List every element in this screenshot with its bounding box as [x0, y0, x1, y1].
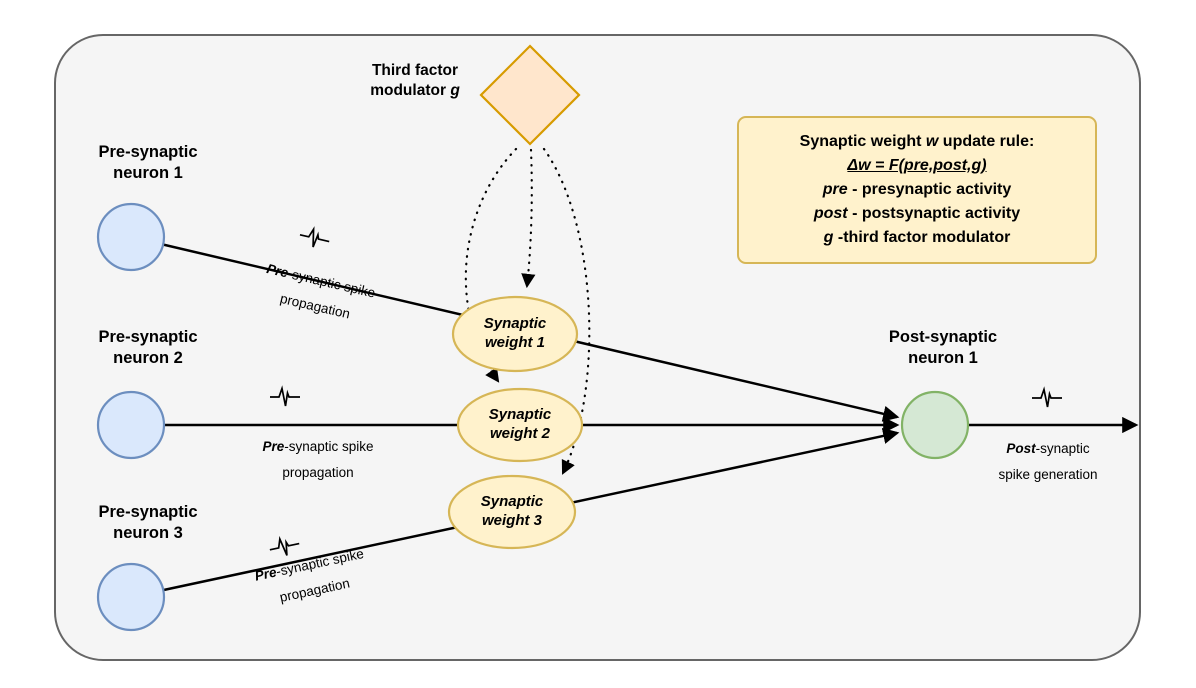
pre-neuron-3-label: Pre-synaptic neuron 3: [58, 502, 238, 544]
pre-neuron-3-label-line2: neuron 3: [113, 524, 183, 543]
post-spike-generation-line1: Post-synaptic: [1006, 441, 1090, 456]
synaptic-weight-3-line2: weight 3: [481, 511, 542, 529]
post-spike-generation-line2: spike generation: [998, 466, 1098, 482]
post-neuron-circle: [900, 390, 970, 460]
post-neuron-label: Post-synaptic neuron 1: [853, 327, 1033, 369]
synaptic-weight-3-label: Synaptic weight 3: [452, 493, 572, 531]
synaptic-weight-1-line1: Synaptic: [483, 315, 547, 332]
third-factor-modulator-diamond: [479, 44, 581, 146]
pre2-spike-propagation-line2: propagation: [282, 464, 354, 480]
pre2-spike-propagation-label: Pre-synaptic spike propagation: [228, 434, 408, 485]
pre-neuron-3-label-line1: Pre-synaptic: [98, 503, 198, 521]
synaptic-weight-1-line2: weight 1: [484, 333, 545, 351]
pre-neuron-1-label-line2: neuron 1: [113, 164, 183, 183]
modulator-to-weight1-arrow: [521, 148, 536, 289]
third-factor-label: Third factor modulator g: [350, 61, 480, 101]
update-rule-row-post: post - postsynaptic activity: [813, 205, 1021, 222]
third-factor-label-line1: Third factor: [371, 62, 459, 79]
post-spike-generation-label: Post-synaptic spike generation: [973, 436, 1123, 487]
pre2-spike-propagation-line1: Pre-synaptic spike: [262, 439, 374, 454]
synaptic-weight-3-ellipse: [447, 474, 577, 550]
pre-neuron-2-label: Pre-synaptic neuron 2: [58, 327, 238, 369]
pre-neuron-2-label-line2: neuron 2: [113, 349, 183, 368]
pre-neuron-2-circle: [96, 390, 166, 460]
synaptic-weight-2-line2: weight 2: [489, 424, 550, 442]
third-factor-label-line2: modulator g: [370, 82, 460, 100]
synaptic-weight-1-label: Synaptic weight 1: [455, 315, 575, 353]
pre-neuron-2-label-line1: Pre-synaptic: [98, 328, 198, 346]
synaptic-weight-3-line1: Synaptic: [480, 493, 544, 510]
update-rule-title: Synaptic weight w update rule:: [799, 133, 1035, 150]
post-neuron-label-line2: neuron 1: [908, 349, 978, 368]
pre-neuron-1-label: Pre-synaptic neuron 1: [58, 142, 238, 184]
pre-neuron-3-circle: [96, 562, 166, 632]
update-rule-row-pre: pre - presynaptic activity: [822, 181, 1012, 198]
pre-neuron-1-label-line1: Pre-synaptic: [98, 143, 198, 161]
pre-neuron-1-circle: [96, 202, 166, 272]
synaptic-weight-2-line1: Synaptic: [488, 406, 552, 423]
synaptic-weight-1-ellipse: [451, 295, 579, 373]
update-rule-info-box: Synaptic weight w update rule: Δw = F(pr…: [737, 116, 1097, 264]
update-rule-row-g: g -third factor modulator: [823, 229, 1011, 246]
post-neuron-label-line1: Post-synaptic: [888, 328, 998, 346]
update-rule-formula: Δw = F(pre,post,g): [847, 157, 987, 174]
synaptic-weight-2-ellipse: [456, 387, 584, 463]
synaptic-weight-2-label: Synaptic weight 2: [460, 406, 580, 444]
